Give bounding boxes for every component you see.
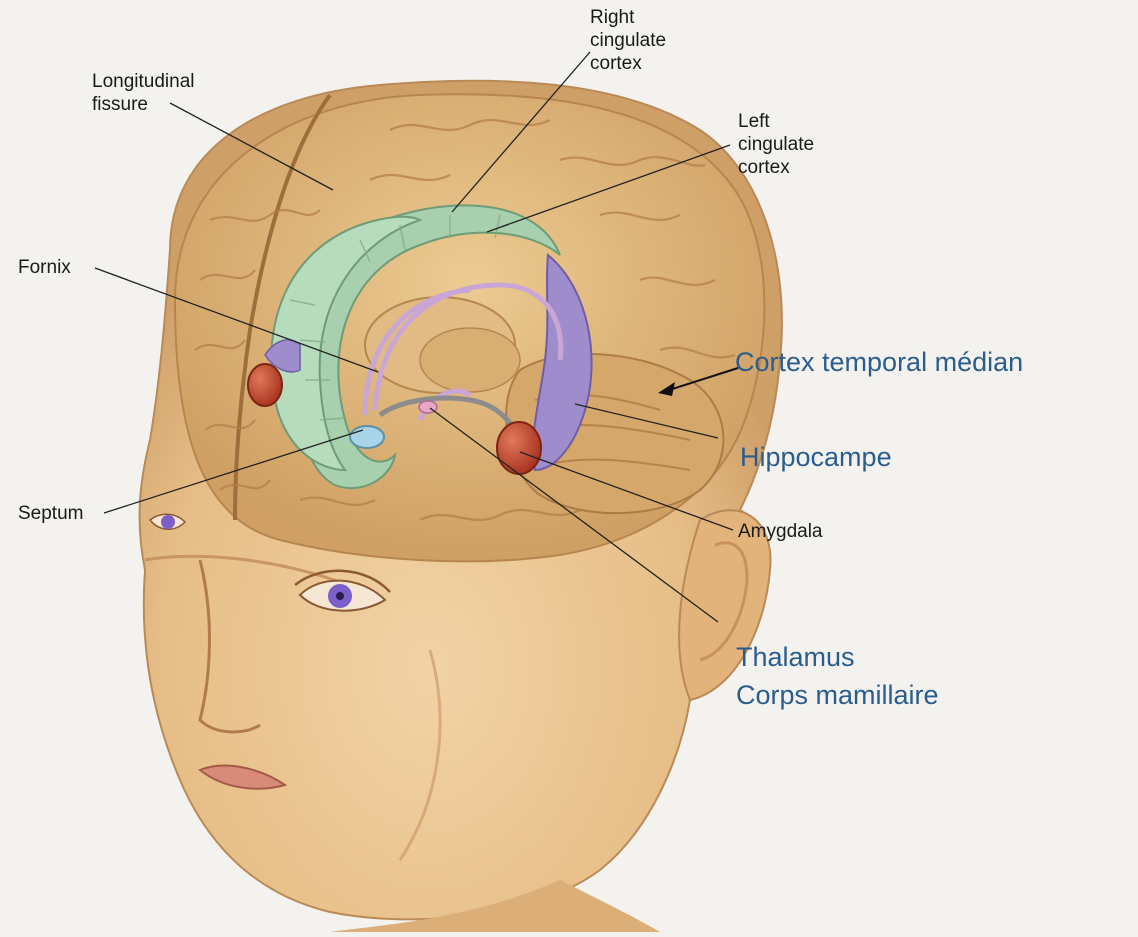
label-septum: Septum bbox=[18, 502, 83, 525]
label-longitudinal-fissure: Longitudinal fissure bbox=[92, 70, 194, 116]
label-hippocampe: Hippocampe bbox=[740, 441, 892, 473]
label-thalamus-corps-mamillaire: Thalamus Corps mamillaire bbox=[736, 638, 939, 714]
septum-shape bbox=[350, 426, 384, 448]
label-amygdala: Amygdala bbox=[738, 520, 823, 543]
amygdala-left bbox=[248, 364, 282, 406]
label-fornix: Fornix bbox=[18, 256, 71, 279]
label-thalamus: Thalamus bbox=[736, 638, 939, 676]
label-cortex-temporal-median: Cortex temporal médian bbox=[735, 346, 1023, 378]
amygdala-right bbox=[497, 422, 541, 474]
label-right-cingulate-cortex: Right cingulate cortex bbox=[590, 6, 666, 75]
label-left-cingulate-cortex: Left cingulate cortex bbox=[738, 110, 814, 179]
label-corps-mamillaire: Corps mamillaire bbox=[736, 676, 939, 714]
